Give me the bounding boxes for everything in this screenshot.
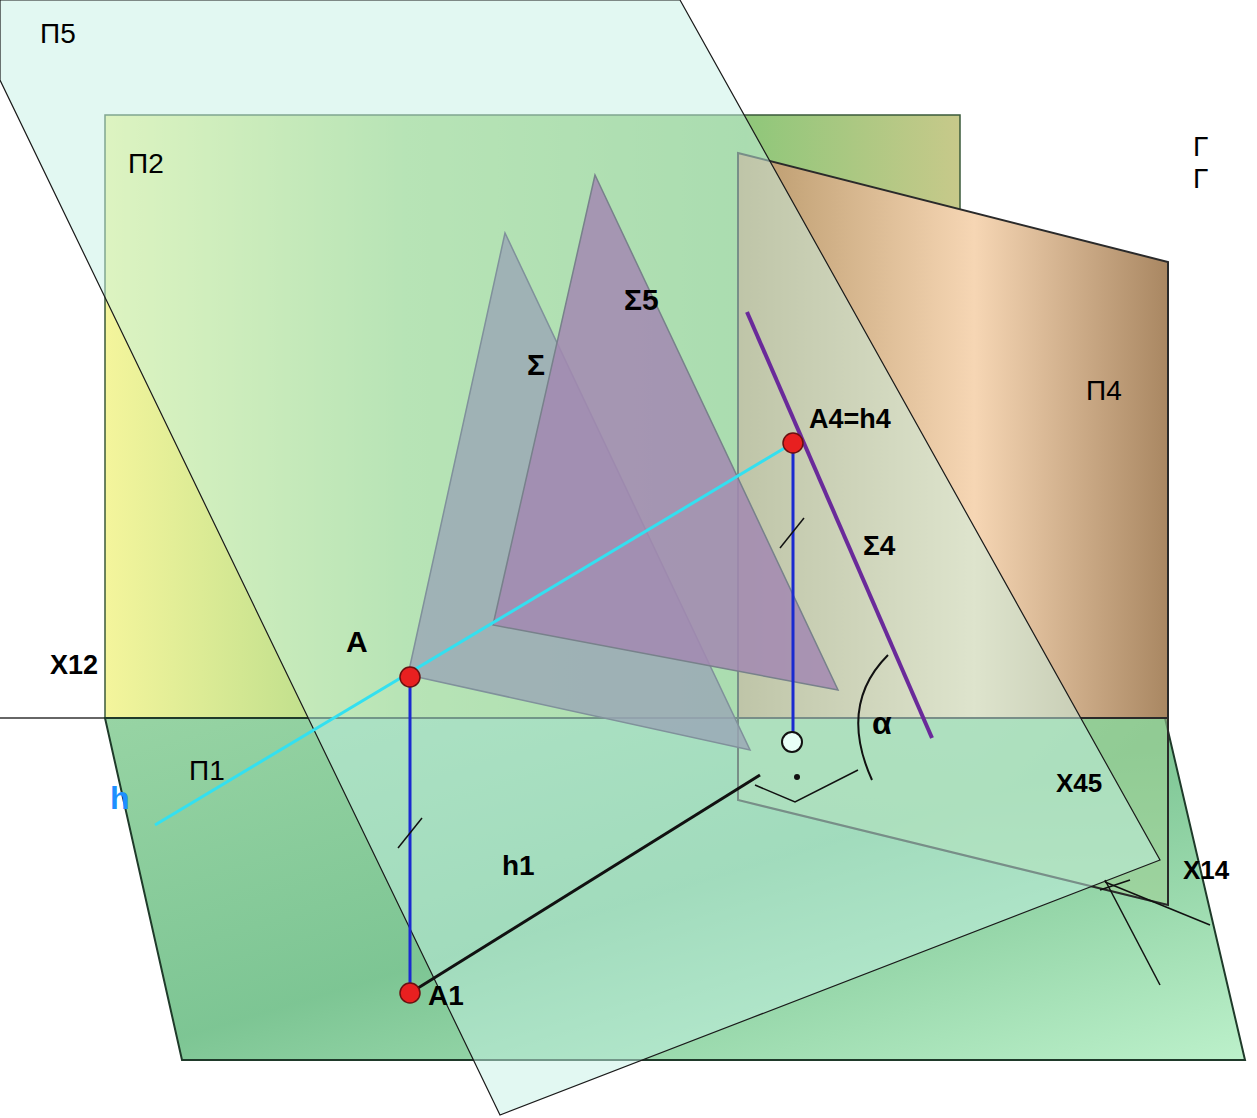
axis-label: X14 [1183, 857, 1229, 883]
point-label: A [346, 627, 368, 657]
line-label: h1 [502, 852, 535, 880]
axis-line [1105, 880, 1160, 985]
plane-label: П4 [1086, 377, 1122, 405]
axis-line [1105, 882, 1210, 925]
plane-label: П5 [40, 20, 76, 48]
axis-label: X12 [50, 652, 98, 679]
point [400, 667, 420, 687]
angle-label: α [872, 707, 892, 739]
plane-label: П1 [189, 757, 225, 785]
axis-label: X45 [1056, 770, 1102, 796]
auxiliary-plane-5 [0, 0, 1160, 1115]
point-label: A1 [428, 982, 464, 1010]
right-angle-dot [794, 774, 800, 780]
plane-label: Σ [527, 350, 545, 380]
point-hollow [782, 732, 802, 752]
plane-label: П2 [128, 150, 164, 178]
plane-trace [747, 312, 932, 738]
axis-mark [1100, 880, 1130, 890]
line-label: h [110, 782, 130, 814]
horizontal-projection [410, 775, 760, 993]
equal-tick [398, 818, 422, 848]
trace-label: Σ4 [863, 532, 895, 560]
cut-label: Г [1193, 133, 1208, 161]
point [783, 433, 803, 453]
cut-label: Г [1193, 165, 1208, 193]
point-label: A4=h4 [809, 406, 891, 433]
plane-label: Σ5 [624, 285, 659, 315]
point [400, 983, 420, 1003]
right-angle-mark [755, 770, 858, 802]
projection-line [792, 443, 795, 735]
horizontal-line [155, 443, 793, 825]
equal-tick [780, 518, 804, 548]
